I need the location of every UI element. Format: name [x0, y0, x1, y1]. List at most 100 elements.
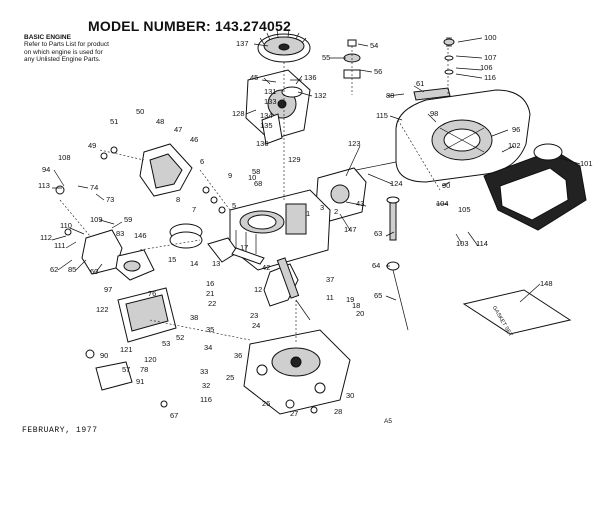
callout-124: 124 — [390, 179, 403, 188]
callout-37: 37 — [326, 275, 334, 284]
callout-113: 113 — [38, 181, 50, 190]
callout-132: 132 — [314, 91, 327, 100]
callout-106: 106 — [480, 63, 493, 72]
callout-13: 13 — [212, 259, 220, 268]
callout-28: 28 — [334, 407, 342, 416]
callout-59: 59 — [124, 215, 132, 224]
callout-128: 128 — [232, 109, 245, 118]
note-line-2: on which engine is used for — [24, 48, 103, 56]
callout-90-lower: 90 — [100, 351, 108, 360]
callout-3: 3 — [320, 203, 324, 212]
callout-68: 68 — [254, 179, 262, 188]
callout-134: 134 — [260, 111, 273, 120]
callout-33: 33 — [200, 367, 208, 376]
leader-lines — [51, 37, 581, 303]
callout-115: 115 — [376, 111, 388, 120]
crankcase-base — [243, 329, 351, 415]
callout-90: 90 — [442, 181, 450, 190]
callout-67: 67 — [170, 411, 178, 420]
callout-16: 16 — [206, 279, 214, 288]
callout-73: 73 — [106, 195, 114, 204]
callout-35: 35 — [206, 325, 214, 334]
callout-83: 83 — [116, 229, 124, 238]
callout-43: 43 — [356, 199, 364, 208]
basic-engine-note: BASIC ENGINE Refer to Parts List for pro… — [24, 34, 109, 64]
callout-62: 62 — [50, 265, 58, 274]
callout-24: 24 — [252, 321, 260, 330]
callout-23: 23 — [250, 311, 258, 320]
page-mark: A5 — [384, 418, 392, 425]
callout-104: 104 — [436, 199, 449, 208]
gasket-set-box: GASKET SET — [462, 289, 572, 338]
callout-105: 105 — [458, 205, 471, 214]
callout-labels: 100 107 106 116 54 55 56 137 45 136 131 … — [38, 33, 593, 420]
callout-97: 97 — [104, 285, 112, 294]
callout-14: 14 — [190, 259, 198, 268]
callout-1: 1 — [306, 209, 310, 218]
callout-76: 76 — [148, 289, 156, 298]
callout-96: 96 — [512, 125, 520, 134]
callout-64: 64 — [372, 261, 380, 270]
callout-25: 25 — [226, 373, 234, 382]
piston-rings — [169, 223, 265, 265]
callout-114: 114 — [476, 239, 488, 248]
callout-11: 11 — [326, 293, 334, 302]
callout-107: 107 — [484, 53, 497, 62]
ignition-armature — [245, 69, 311, 145]
callout-20: 20 — [356, 309, 364, 318]
callout-2: 2 — [334, 207, 338, 216]
callout-131: 131 — [264, 87, 277, 96]
callout-74: 74 — [90, 183, 98, 192]
hardware — [55, 37, 455, 414]
callout-9: 9 — [228, 171, 232, 180]
callout-52: 52 — [176, 333, 184, 342]
muffler — [95, 287, 177, 391]
callout-136: 136 — [304, 73, 317, 82]
callout-63: 63 — [374, 229, 382, 238]
callout-123: 123 — [348, 139, 361, 148]
callout-46: 46 — [190, 135, 198, 144]
callout-57: 57 — [122, 365, 130, 374]
flywheel — [257, 29, 311, 63]
callout-17: 17 — [240, 243, 248, 252]
callout-55: 55 — [322, 53, 330, 62]
starter-cup-stack — [343, 39, 361, 95]
note-line-3: any Unlisted Engine Parts. — [24, 56, 101, 64]
callout-103: 103 — [456, 239, 469, 248]
callout-54: 54 — [370, 41, 378, 50]
crankshaft — [263, 257, 311, 321]
note-line-1: Refer to Parts List for product — [24, 41, 109, 49]
basic-engine-heading: BASIC ENGINE — [24, 34, 71, 41]
callout-22: 22 — [208, 299, 216, 308]
callout-30: 30 — [346, 391, 354, 400]
callout-15: 15 — [168, 255, 176, 264]
breather-assembly — [139, 143, 193, 197]
callout-51: 51 — [110, 117, 118, 126]
callout-148: 148 — [540, 279, 553, 288]
callout-48: 48 — [156, 117, 164, 126]
callout-60: 60 — [90, 267, 98, 276]
callout-110: 110 — [60, 221, 72, 230]
callout-27: 27 — [290, 409, 298, 418]
callout-45: 45 — [250, 73, 258, 82]
callout-58: 58 — [252, 167, 260, 176]
callout-47: 47 — [174, 125, 182, 134]
callout-122: 122 — [96, 305, 109, 314]
callout-42: 42 — [262, 263, 270, 272]
callout-98: 98 — [430, 109, 438, 118]
cylinder-block — [229, 189, 331, 271]
callout-120: 120 — [144, 355, 157, 364]
callout-36: 36 — [234, 351, 242, 360]
callout-50: 50 — [136, 107, 144, 116]
callout-34: 34 — [204, 343, 212, 352]
callout-21: 21 — [206, 289, 214, 298]
callout-133: 133 — [264, 97, 277, 106]
callout-10: 10 — [248, 173, 256, 182]
callout-130: 130 — [256, 139, 269, 148]
callout-5: 5 — [232, 201, 236, 210]
callout-19: 19 — [346, 295, 354, 304]
callout-109: 109 — [90, 215, 103, 224]
callout-94: 94 — [42, 165, 50, 174]
callout-56: 56 — [374, 67, 382, 76]
